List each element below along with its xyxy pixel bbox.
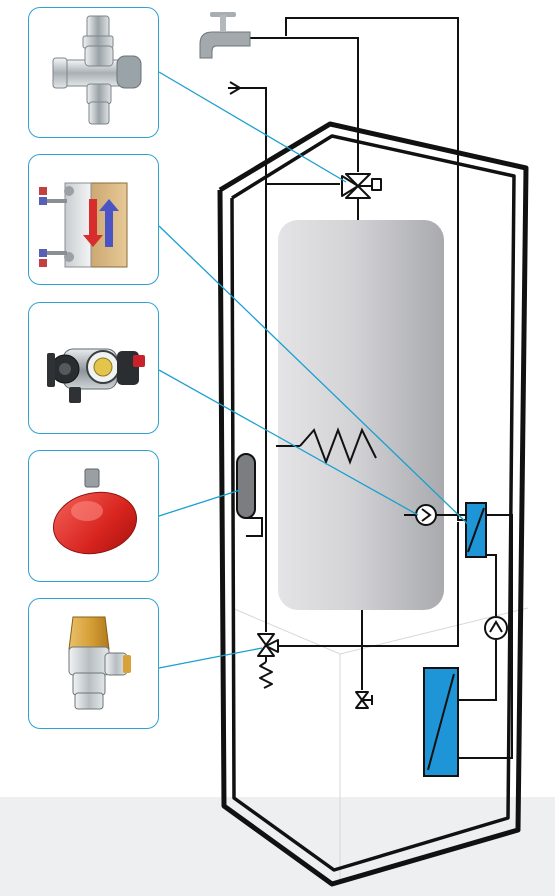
water-tap-icon [199,12,251,59]
leader-lines [158,71,473,669]
pump-symbol-external [484,616,508,640]
drain-valve-icon [355,691,373,709]
pump-symbol [415,504,437,526]
mixing-valve-card [28,7,159,138]
expansion-vessel-symbol [236,453,256,519]
inlet-arrow-icon [229,81,242,95]
circulation-pump-card [28,302,159,434]
cabinet-outline [217,121,529,887]
storage-tank-icon [278,220,444,610]
safety-valve-icon [68,616,131,710]
heating-coil-icon [299,427,377,465]
safety-valve-card [28,598,159,729]
circulation-pump-icon [47,348,145,403]
expansion-vessel-icon [52,468,138,555]
pressure-relief-valve-icon [257,633,279,689]
plate-heat-exchanger-card [28,154,159,285]
heat-exchanger-symbol [465,502,487,558]
large-heat-exchanger-symbol [423,667,459,777]
expansion-vessel-card [28,450,159,582]
plate-heat-exchanger-icon [39,182,128,268]
three-way-valve-icon [341,173,382,199]
thermostatic-mixing-valve-icon [52,15,142,125]
